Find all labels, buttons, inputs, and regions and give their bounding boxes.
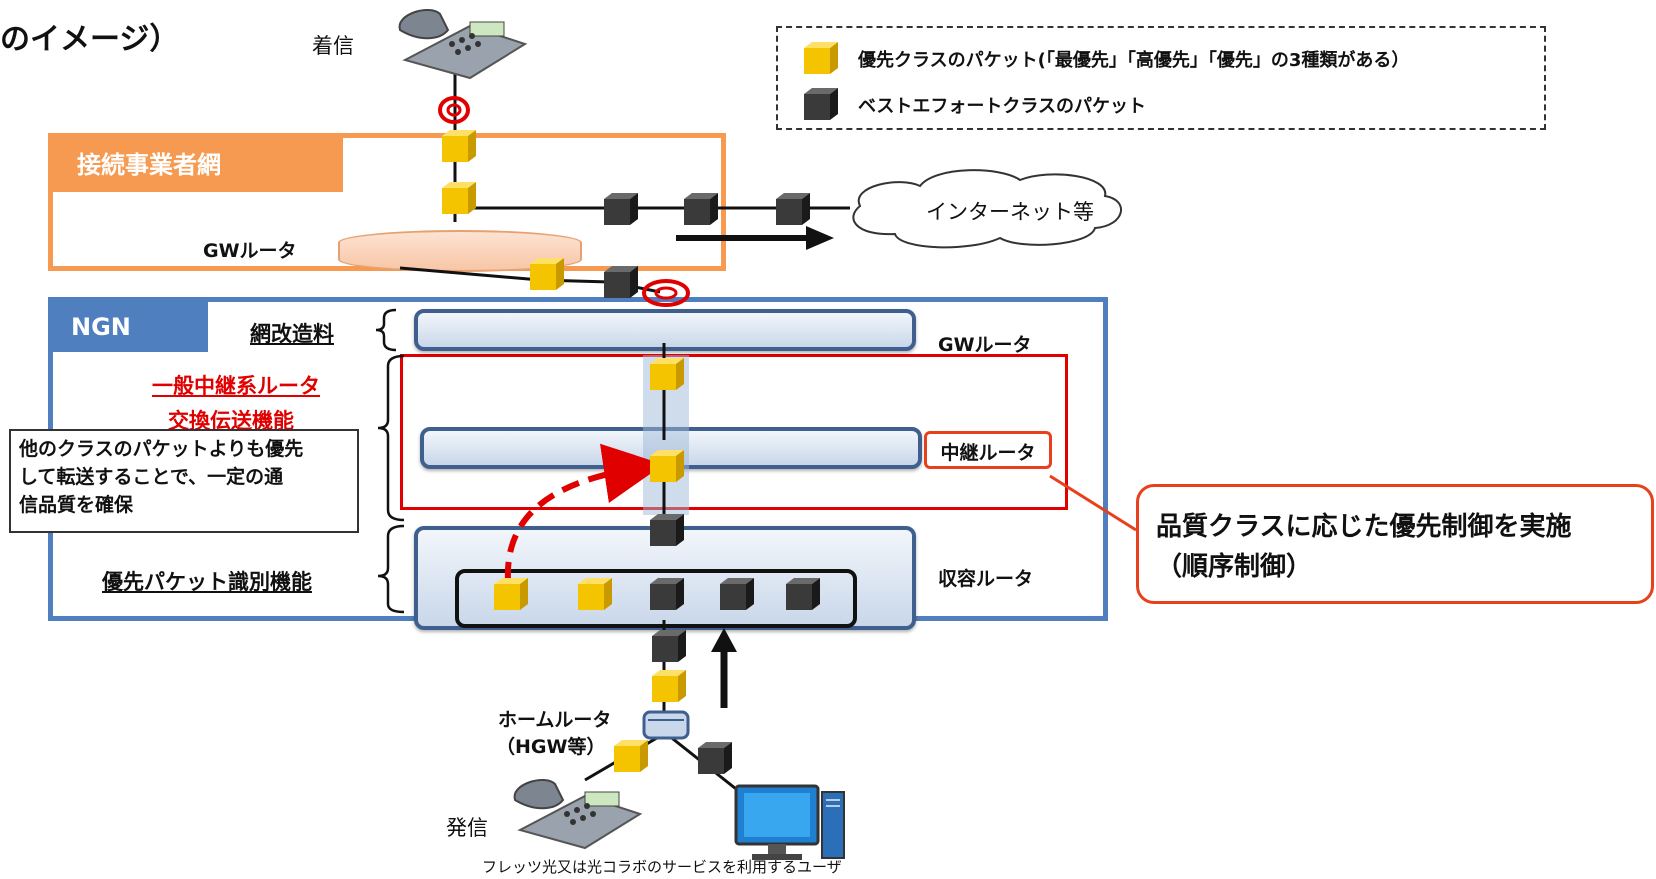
arrow-upstream-head (711, 628, 737, 652)
interconnect-ring-icon (438, 96, 470, 124)
legend-best-effort-cube (804, 88, 838, 120)
relay-highlight-box (400, 354, 1068, 510)
outgoing-label: 発信 (446, 816, 488, 840)
packet-cube-icon (442, 130, 476, 162)
network-fee-label: 網改造料 (250, 322, 334, 346)
packet-cube-icon (652, 670, 686, 702)
packet-cube-icon (786, 578, 820, 610)
packet-cube-icon (604, 193, 638, 225)
relay-router-label: 中継ルータ (924, 431, 1052, 469)
access-router-label: 収容ルータ (938, 568, 1034, 590)
gw-router-ngn-label: GWルータ (938, 334, 1032, 356)
brace-icon (377, 354, 405, 522)
relay-function-line1: 一般中継系ルータ (152, 374, 320, 398)
telephone-icon (398, 9, 528, 80)
legend-best-effort-label: ベストエフォートクラスのパケット (858, 96, 1146, 117)
priority-forward-arrow (504, 443, 664, 581)
packet-cube-icon (650, 578, 684, 610)
internet-label: インターネット等 (926, 200, 1094, 224)
brace-icon (377, 524, 405, 614)
packet-cube-icon (530, 258, 564, 290)
brace-icon (375, 308, 397, 352)
note-box: 他のクラスのパケットよりも優先 して転送することで、一定の通 信品質を確保 (9, 429, 359, 533)
gw-router-top-label: GWルータ (203, 240, 297, 262)
packet-cube-icon (720, 578, 754, 610)
legend-priority-cube (804, 42, 838, 74)
legend-priority-label: 優先クラスのパケット(「最優先」「高優先」「優先」の3種類がある） (858, 50, 1410, 71)
note-line: して転送することで、一定の通 (19, 466, 284, 488)
legend (776, 26, 1546, 130)
packet-cube-icon (442, 182, 476, 214)
carrier-network-tag: 接続事業者網 (53, 138, 343, 192)
home-router-label-line1: ホームルータ (498, 709, 612, 731)
arrow-to-internet-head (806, 226, 834, 250)
packet-cube-icon (650, 450, 684, 482)
callout-line2: （順序制御） (1156, 552, 1313, 582)
packet-cube-icon (650, 514, 684, 546)
packet-cube-icon (698, 742, 732, 774)
telephone-icon (513, 779, 643, 850)
callout-line1: 品質クラスに応じた優先制御を実施 (1156, 512, 1572, 542)
priority-id-label: 優先パケット識別機能 (102, 570, 312, 594)
priority-control-callout (1136, 484, 1654, 604)
packet-cube-icon (578, 578, 612, 610)
packet-cube-icon (614, 740, 648, 772)
cloud-icon (852, 169, 1122, 249)
page-title: のイメージ） (0, 22, 180, 57)
note-line: 他のクラスのパケットよりも優先 (19, 438, 304, 460)
note-line: 信品質を確保 (19, 494, 134, 516)
interconnect-ring-icon (642, 279, 690, 307)
packet-queue-box (455, 569, 857, 628)
incoming-label: 着信 (312, 34, 354, 58)
packet-cube-icon (604, 266, 638, 298)
callout-connector (1049, 474, 1137, 532)
caption: フレッツ光又は光コラボのサービスを利用するユーザ (482, 858, 842, 876)
packet-cube-icon (652, 630, 686, 662)
home-router-label-line2: （HGW等） (496, 736, 606, 758)
computer-icon (734, 784, 845, 860)
packet-cube-icon (684, 193, 718, 225)
packet-cube-icon (494, 578, 528, 610)
ngn-tag: NGN (53, 302, 208, 352)
home-router-icon (642, 710, 690, 740)
packet-cube-icon (776, 193, 810, 225)
packet-cube-icon (650, 358, 684, 390)
